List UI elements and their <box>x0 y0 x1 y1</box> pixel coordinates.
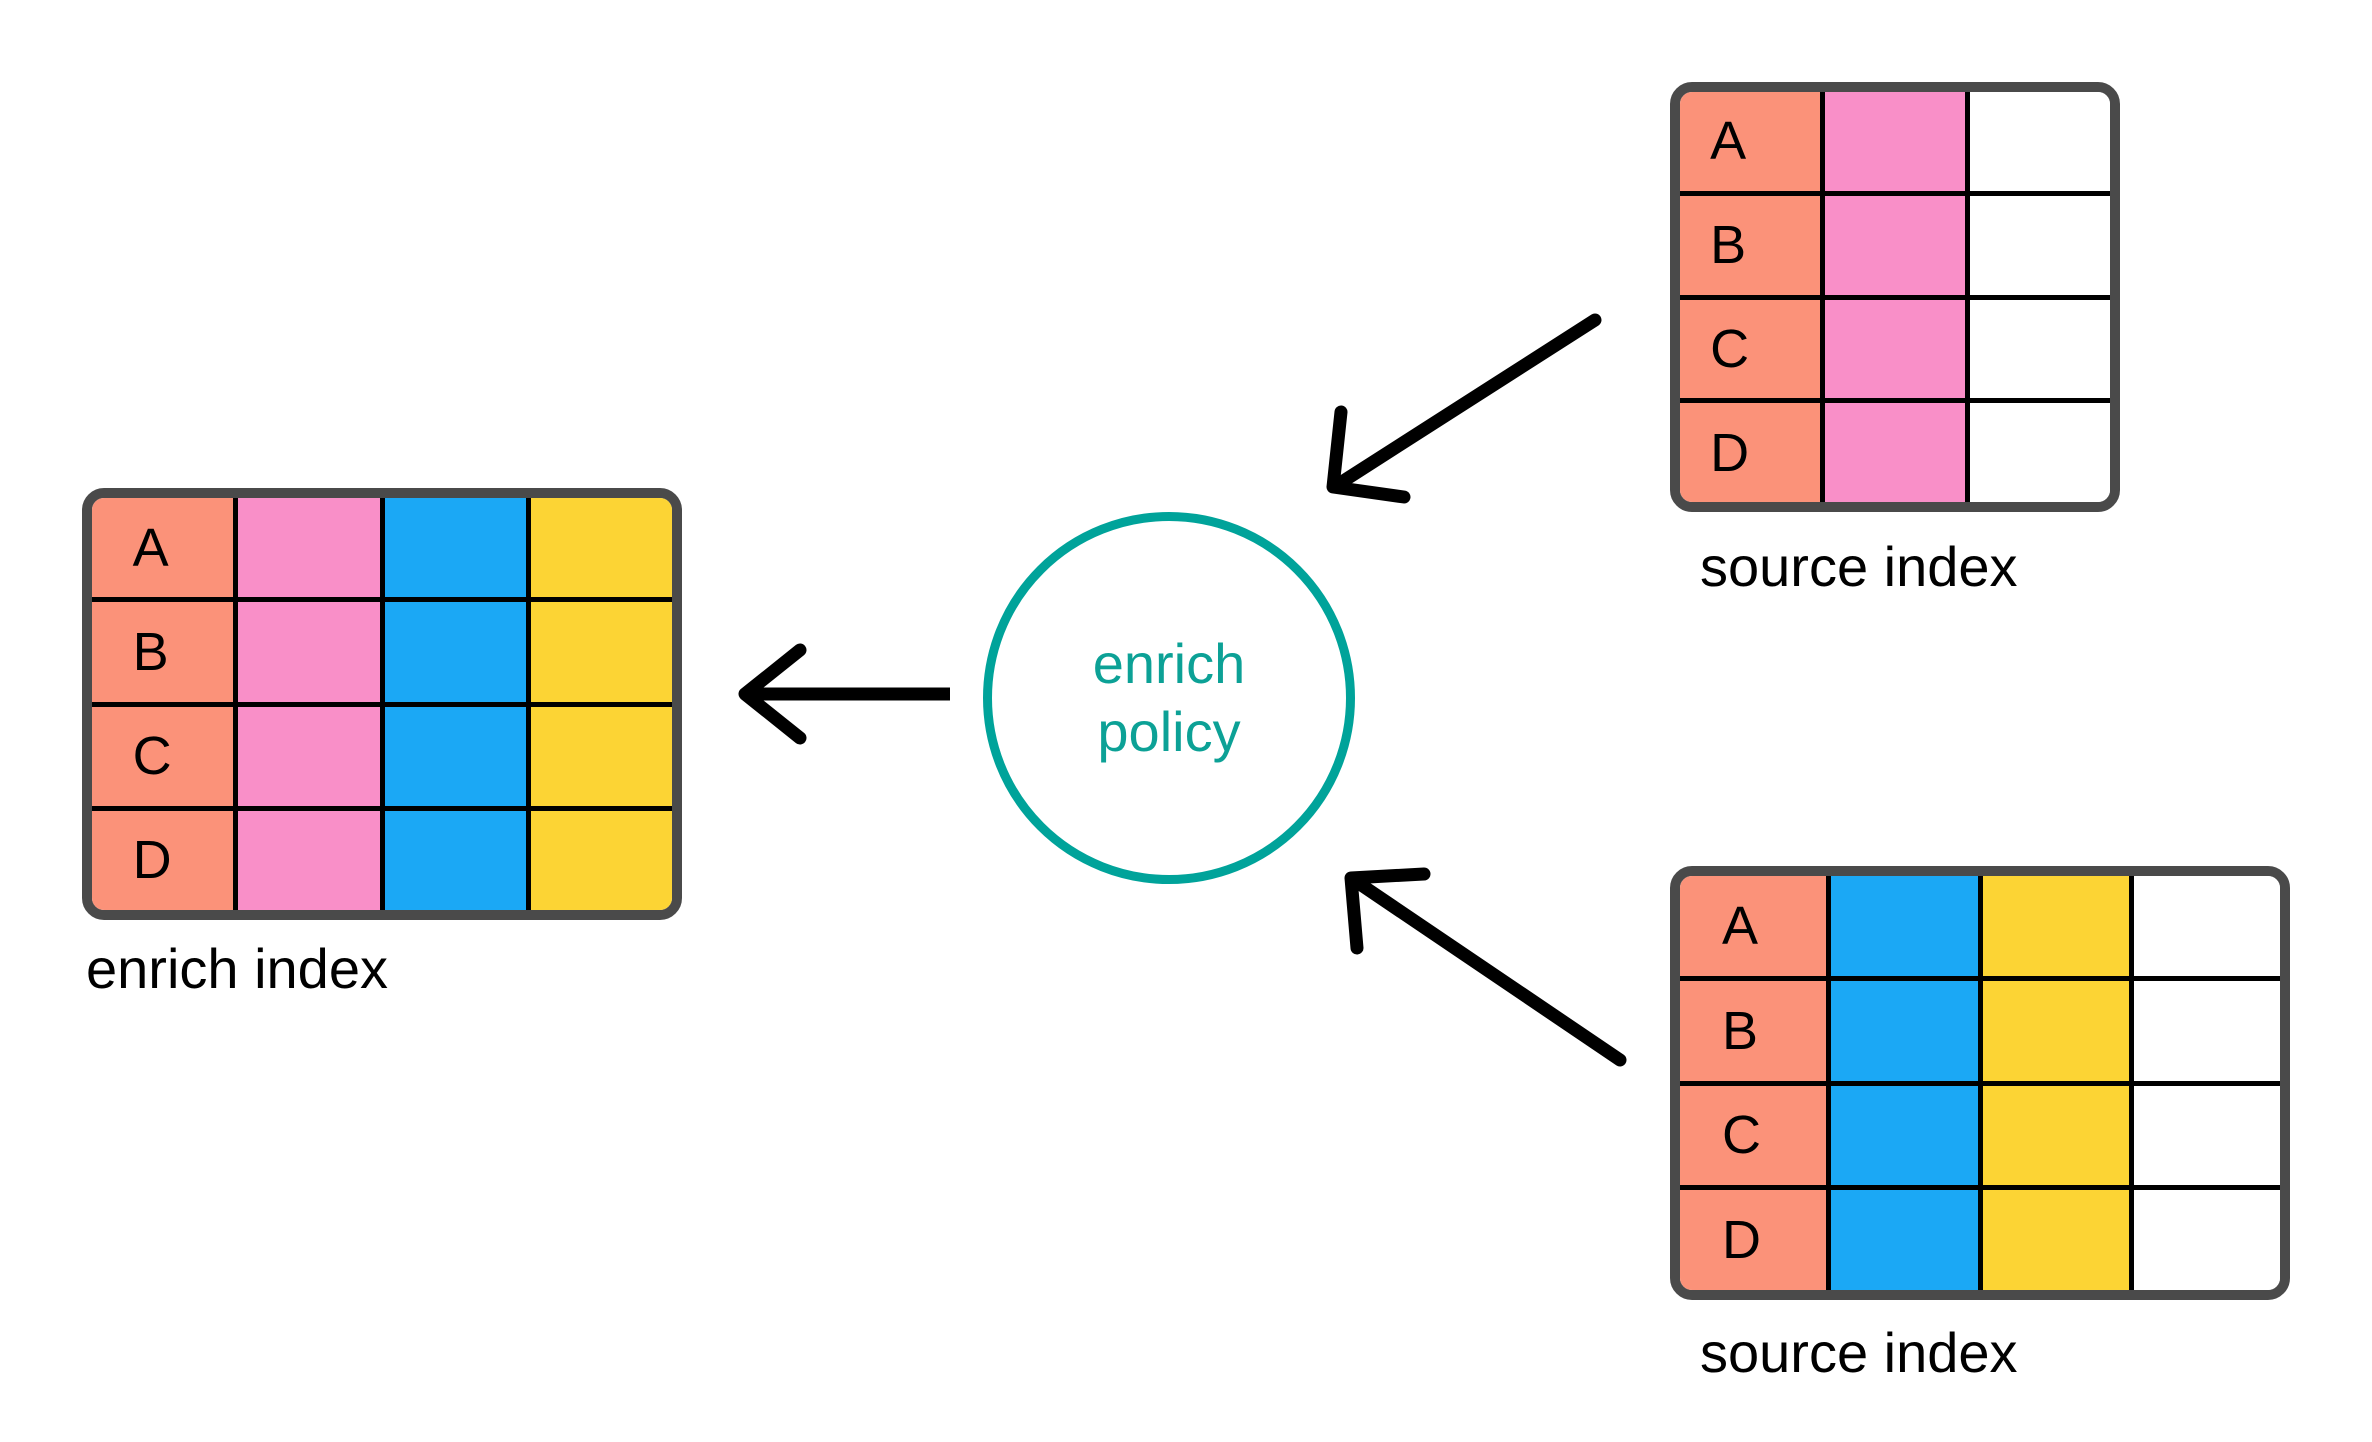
enrich-index-cell-r2-c1 <box>238 706 385 806</box>
enrich-index-cell-r2-c0: C <box>92 706 239 806</box>
enrich-index-row: D <box>92 810 672 910</box>
enrich-index-cell-r0-c0: A <box>92 498 239 598</box>
source-index-top-cell-r2-c2 <box>1970 299 2110 399</box>
source-index-bottom-row: D <box>1680 1190 2280 1290</box>
enrich-index-cell-r3-c2 <box>384 810 531 910</box>
source-index-bottom-row: B <box>1680 980 2280 1086</box>
source-index-top-cell-r1-c2 <box>1970 195 2110 295</box>
source-index-bottom-cell-r3-c3 <box>2133 1190 2280 1290</box>
source-index-bottom-cell-r3-c2 <box>1982 1190 2134 1290</box>
enrich-index-cell-r2-c2 <box>384 706 531 806</box>
enrich-index-cell-r0-c2 <box>384 498 531 598</box>
source-index-top-cell-r0-c0: A <box>1680 92 1825 191</box>
source-index-bottom-caption: source index <box>1700 1321 2018 1384</box>
source-index-top-cell-r2-c0: C <box>1680 299 1825 399</box>
enrich-index-cell-r2-c3 <box>530 706 672 806</box>
arrow-policy-to-enrich-index <box>738 643 950 745</box>
enrich-index-row: C <box>92 706 672 811</box>
source-index-bottom-cell-r2-c1 <box>1831 1085 1983 1186</box>
enrich-index-cell-r1-c2 <box>384 602 531 702</box>
enrich-index-row: A <box>92 498 672 603</box>
source-index-top-row: B <box>1680 195 2110 300</box>
source-index-bottom-cell-r2-c0: C <box>1680 1085 1832 1186</box>
enrich-index-cell-r1-c3 <box>530 602 672 702</box>
enrich-index-cell-r3-c3 <box>530 810 672 910</box>
source-index-top-row: A <box>1680 92 2110 196</box>
source-index-bottom-cell-r3-c1 <box>1831 1190 1983 1290</box>
source-index-bottom-cell-r1-c0: B <box>1680 980 1832 1081</box>
source-index-bottom-cell-r1-c1 <box>1831 980 1983 1081</box>
source-index-top-cell-r3-c1 <box>1825 403 1970 502</box>
source-index-bottom-cell-r0-c0: A <box>1680 876 1832 976</box>
source-index-top-cell-r2-c1 <box>1825 299 1970 399</box>
source-index-bottom-row: A <box>1680 876 2280 981</box>
enrich-policy-label-line2: policy <box>1097 700 1241 763</box>
enrich-index-cell-r3-c1 <box>238 810 385 910</box>
enrich-index-cell-r0-c1 <box>238 498 385 598</box>
enrich-index-cell-r0-c3 <box>530 498 672 598</box>
source-index-top-cell-r1-c1 <box>1825 195 1970 295</box>
source-index-bottom-cell-r2-c3 <box>2133 1085 2280 1186</box>
source-index-bottom-cell-r0-c2 <box>1982 876 2134 976</box>
source-index-bottom-cell-r3-c0: D <box>1680 1190 1832 1290</box>
source-index-top-cell-r3-c2 <box>1970 403 2110 502</box>
source-index-top-caption: source index <box>1700 535 2018 598</box>
source-index-top-row: C <box>1680 299 2110 404</box>
enrich-policy-node[interactable]: enrich policy <box>983 512 1355 884</box>
enrich-index-row: B <box>92 602 672 707</box>
source-index-bottom-cell-r1-c2 <box>1982 980 2134 1081</box>
arrow-bottom-source-to-policy <box>1344 867 1627 1067</box>
enrich-index-cell-r1-c1 <box>238 602 385 702</box>
arrow-top-source-to-policy <box>1326 313 1602 504</box>
source-index-top-cell-r0-c1 <box>1825 92 1970 191</box>
source-index-top-row: D <box>1680 403 2110 502</box>
enrich-index-cell-r3-c0: D <box>92 810 239 910</box>
source-index-bottom-cell-r2-c2 <box>1982 1085 2134 1186</box>
source-index-top-cell-r0-c2 <box>1970 92 2110 191</box>
source-index-top-cell-r3-c0: D <box>1680 403 1825 502</box>
source-index-bottom-row: C <box>1680 1085 2280 1191</box>
source-index-bottom-cell-r0-c1 <box>1831 876 1983 976</box>
source-index-top-cell-r1-c0: B <box>1680 195 1825 295</box>
enrich-policy-label-line1: enrich <box>1092 631 1246 695</box>
source-index-bottom-cell-r0-c3 <box>2133 876 2280 976</box>
enrich-index-caption: enrich index <box>86 937 388 1000</box>
enrich-index-cell-r1-c0: B <box>92 602 239 702</box>
source-index-bottom-cell-r1-c3 <box>2133 980 2280 1081</box>
